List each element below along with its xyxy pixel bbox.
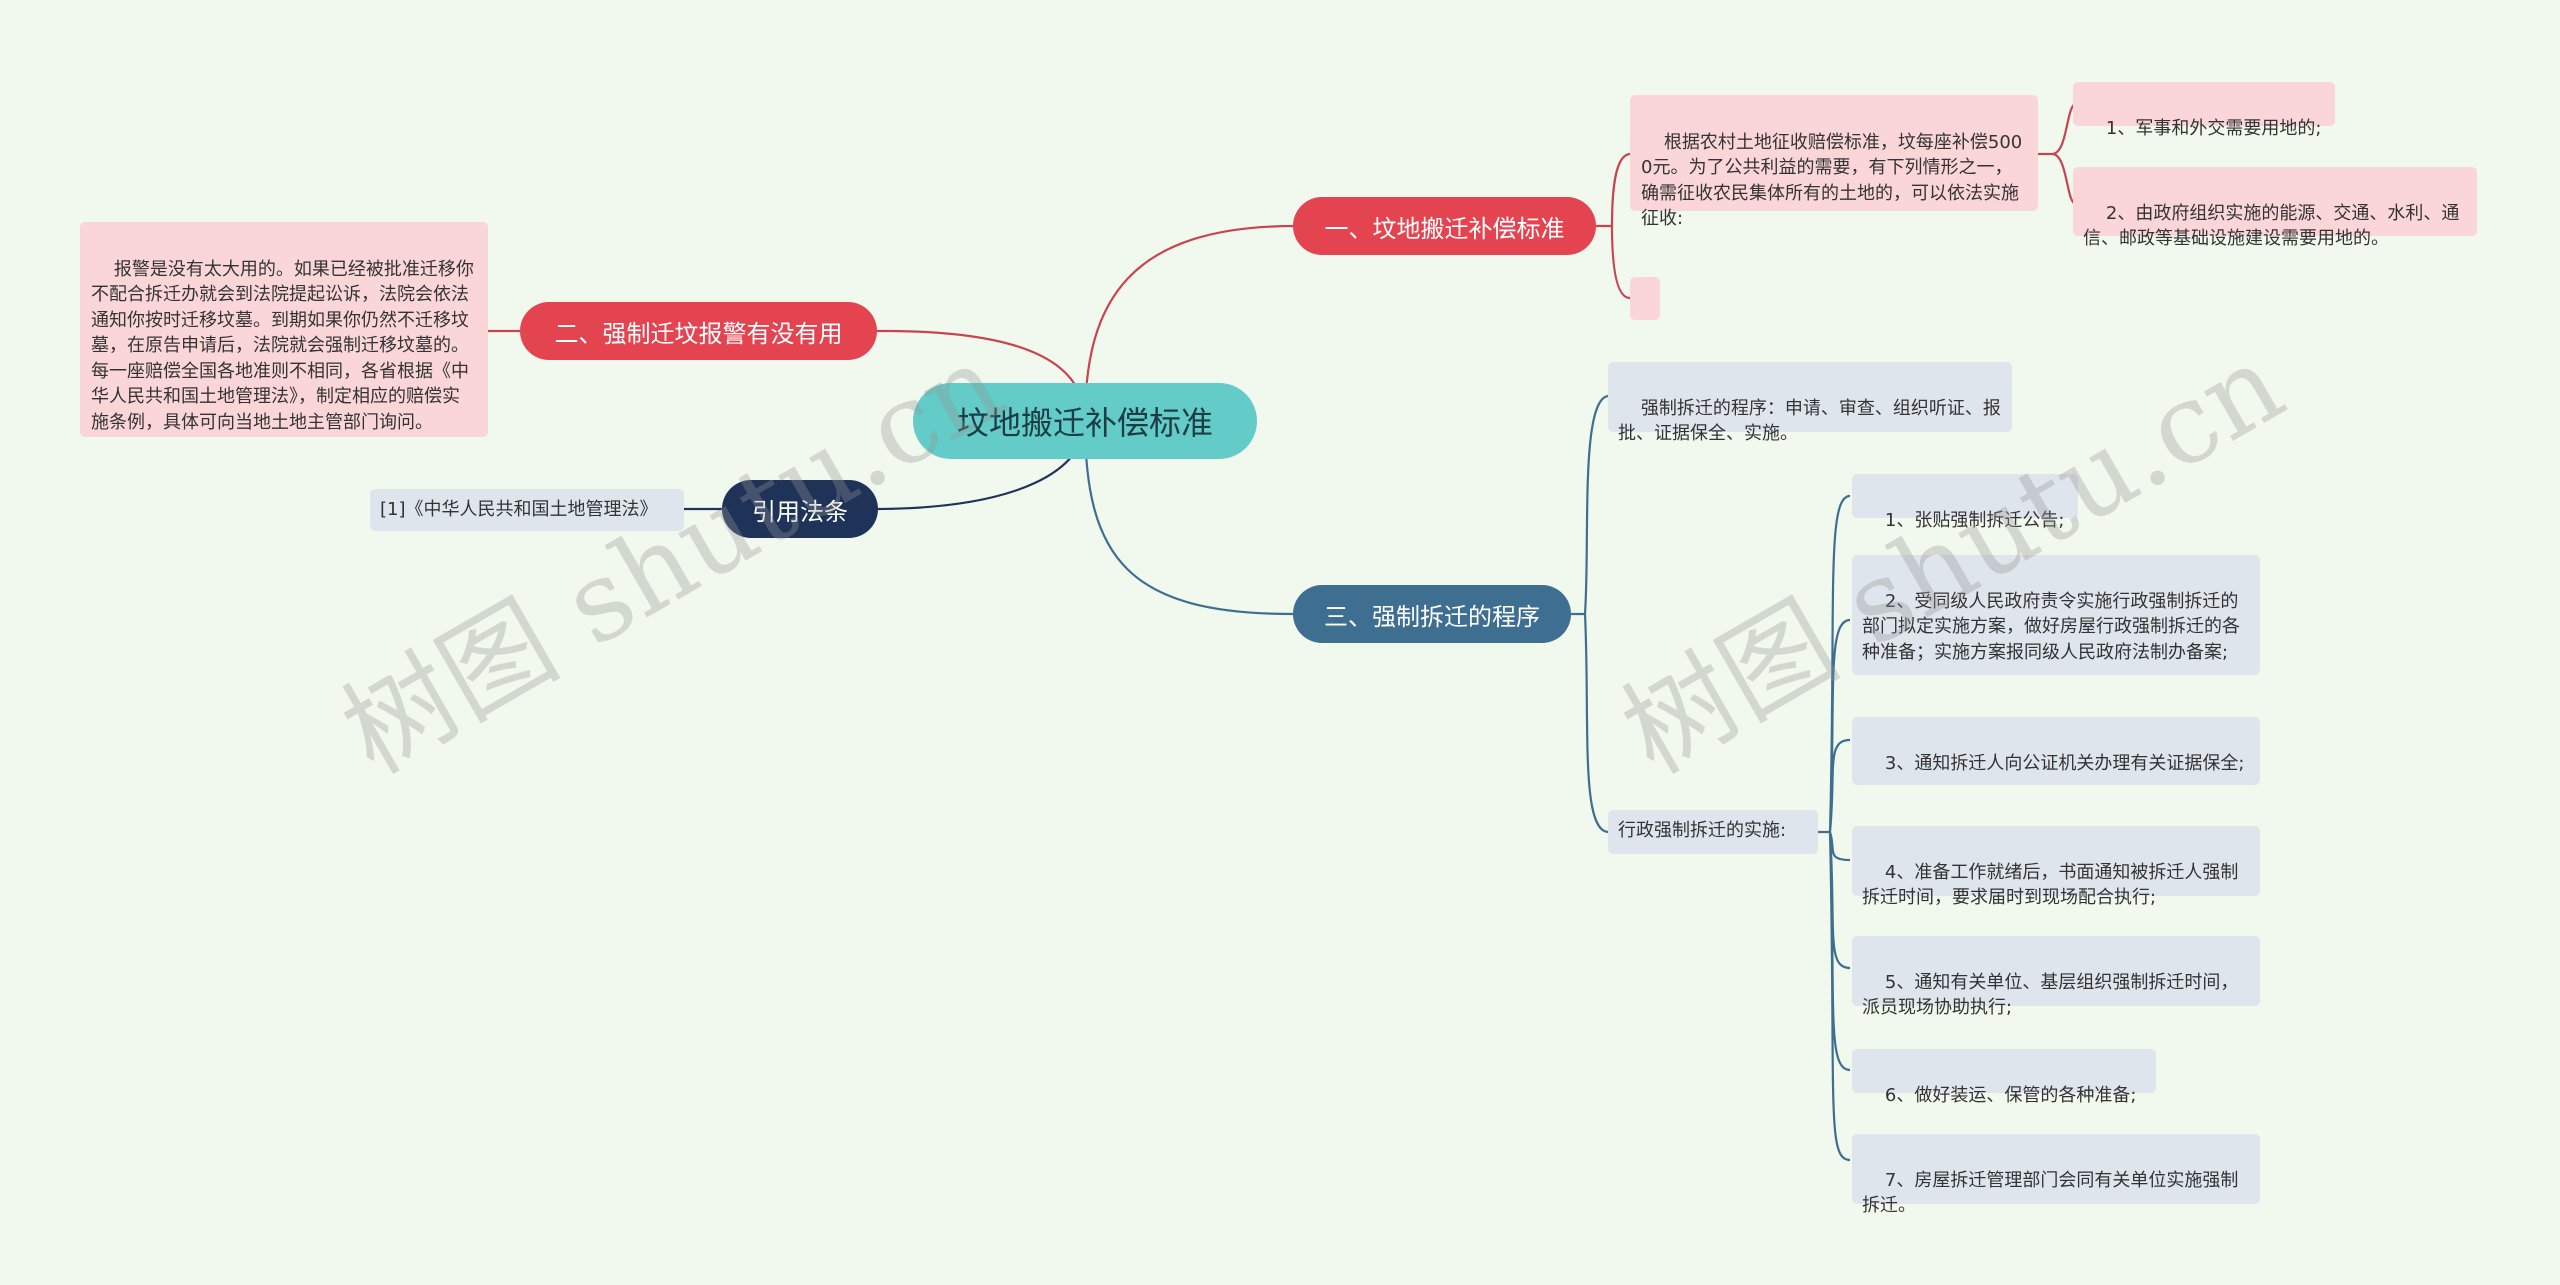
branch-compensation-standard-label: 一、坟地搬迁补偿标准	[1324, 214, 1565, 243]
branch-demolition-procedure-label: 三、强制拆迁的程序	[1324, 602, 1540, 631]
branch-demolition-procedure[interactable]: 三、强制拆迁的程序	[1293, 585, 1571, 643]
procedure-summary-note[interactable]: 强制拆迁的程序：申请、审查、组织听证、报批、证据保全、实施。	[1608, 362, 2012, 444]
land-use-item-1[interactable]: 1、军事和外交需要用地的;	[2073, 82, 2335, 139]
branch-police-report[interactable]: 二、强制迁坟报警有没有用	[520, 302, 877, 360]
empty-note[interactable]	[1630, 277, 1660, 320]
land-use-item-2-text: 2、由政府组织实施的能源、交通、水利、通信、邮政等基础设施建设需要用地的。	[2083, 202, 2460, 250]
demolition-step-4[interactable]: 4、准备工作就绪后，书面通知被拆迁人强制拆迁时间，要求届时到现场配合执行;	[1852, 826, 2260, 908]
compensation-detail-note[interactable]: 根据农村土地征收赔偿标准，坟每座补偿5000元。为了公共利益的需要，有下列情形之…	[1630, 95, 2038, 229]
compensation-detail-text: 根据农村土地征收赔偿标准，坟每座补偿5000元。为了公共利益的需要，有下列情形之…	[1641, 131, 2023, 230]
edge-root-b1	[1083, 224, 1296, 422]
demolition-step-5-text: 5、通知有关单位、基层组织强制拆迁时间，派员现场协助执行;	[1862, 971, 2239, 1019]
demolition-step-6-text: 6、做好装运、保管的各种准备;	[1884, 1084, 2137, 1106]
cited-law-text: [1]《中华人民共和国土地管理法》	[380, 499, 658, 520]
demolition-step-4-text: 4、准备工作就绪后，书面通知被拆迁人强制拆迁时间，要求届时到现场配合执行;	[1862, 861, 2239, 909]
edge-b1-bracket	[1596, 152, 1631, 300]
edge-b4-bracket	[1571, 394, 1609, 834]
procedure-summary-text: 强制拆迁的程序：申请、审查、组织听证、报批、证据保全、实施。	[1618, 397, 2001, 445]
demolition-step-3-text: 3、通知拆迁人向公证机关办理有关证据保全;	[1884, 752, 2245, 774]
demolition-step-2-text: 2、受同级人民政府责令实施行政强制拆迁的部门拟定实施方案，做好房屋行政强制拆迁的…	[1862, 590, 2240, 663]
edge-impl-steps	[1818, 494, 1851, 1162]
demolition-step-1[interactable]: 1、张贴强制拆迁公告;	[1852, 474, 2078, 531]
land-use-item-2[interactable]: 2、由政府组织实施的能源、交通、水利、通信、邮政等基础设施建设需要用地的。	[2073, 167, 2477, 249]
branch-cited-law[interactable]: 引用法条	[722, 480, 878, 538]
demolition-step-7-text: 7、房屋拆迁管理部门会同有关单位实施强制拆迁。	[1862, 1169, 2239, 1217]
root-topic-label: 坟地搬迁补偿标准	[956, 404, 1213, 442]
land-use-item-1-text: 1、军事和外交需要用地的;	[2105, 117, 2322, 139]
demolition-step-3[interactable]: 3、通知拆迁人向公证机关办理有关证据保全;	[1852, 717, 2260, 785]
demolition-step-1-text: 1、张贴强制拆迁公告;	[1884, 509, 2065, 531]
edge-root-b4	[1083, 420, 1294, 616]
branch-cited-law-label: 引用法条	[752, 497, 848, 526]
cited-law-item[interactable]: [1]《中华人民共和国土地管理法》	[370, 489, 684, 531]
demolition-step-7[interactable]: 7、房屋拆迁管理部门会同有关单位实施强制拆迁。	[1852, 1134, 2260, 1216]
edge-b1detail-items	[2038, 102, 2077, 206]
police-report-detail-note[interactable]: 报警是没有太大用的。如果已经被批准迁移你不配合拆迁办就会到法院提起讼诉，法院会依…	[80, 222, 488, 437]
demolition-step-2[interactable]: 2、受同级人民政府责令实施行政强制拆迁的部门拟定实施方案，做好房屋行政强制拆迁的…	[1852, 555, 2260, 675]
root-topic[interactable]: 坟地搬迁补偿标准	[913, 383, 1257, 459]
demolition-step-5[interactable]: 5、通知有关单位、基层组织强制拆迁时间，派员现场协助执行;	[1852, 936, 2260, 1018]
administrative-implementation-text: 行政强制拆迁的实施:	[1618, 820, 1787, 841]
administrative-implementation-node[interactable]: 行政强制拆迁的实施:	[1608, 810, 1818, 854]
demolition-step-6[interactable]: 6、做好装运、保管的各种准备;	[1852, 1049, 2156, 1106]
branch-police-report-label: 二、强制迁坟报警有没有用	[554, 319, 843, 348]
police-report-detail-text: 报警是没有太大用的。如果已经被批准迁移你不配合拆迁办就会到法院提起讼诉，法院会依…	[91, 258, 474, 433]
branch-compensation-standard[interactable]: 一、坟地搬迁补偿标准	[1293, 197, 1596, 255]
